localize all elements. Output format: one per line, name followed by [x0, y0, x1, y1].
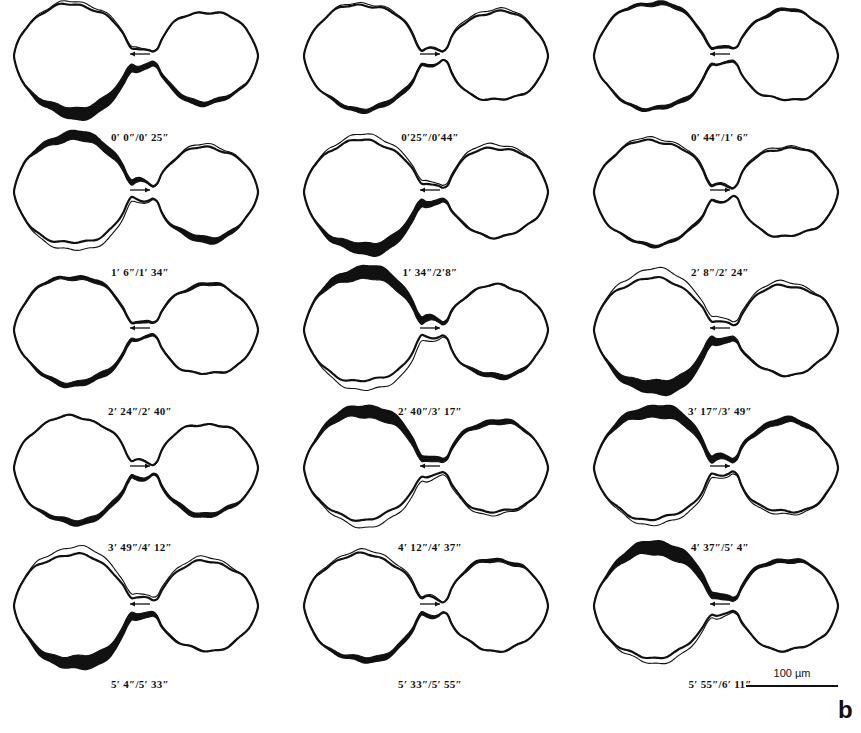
arrow-head: [420, 187, 425, 192]
cell-panel: [304, 266, 548, 391]
later-outline: [594, 406, 838, 520]
cell-panel: [304, 549, 548, 663]
arrow-head: [710, 601, 715, 606]
earlier-outline: [14, 415, 258, 521]
time-label: 1′ 6″/1′ 34″: [111, 266, 169, 278]
earlier-outline: [14, 1, 258, 108]
arrow-head: [725, 187, 730, 192]
shape-change-fill: [304, 552, 548, 662]
time-label: 0′ 44″/1′ 6″: [691, 131, 749, 143]
cell-panel: [14, 131, 258, 251]
time-label: 4′ 37″/5′ 4″: [691, 541, 749, 553]
time-label: 1′ 34″/2′8″: [403, 266, 458, 278]
time-label: 2′ 24″/2′ 40″: [108, 405, 172, 417]
later-outline: [594, 277, 838, 395]
shape-change-fill: [14, 131, 258, 244]
arrow-head: [725, 463, 730, 468]
earlier-outline: [594, 137, 838, 246]
later-outline: [594, 1, 838, 111]
arrow-head: [420, 463, 425, 468]
cell-panel: [594, 541, 838, 664]
earlier-outline: [304, 549, 548, 658]
later-outline: [304, 552, 548, 662]
later-outline: [14, 276, 258, 387]
later-outline: [14, 553, 258, 669]
earlier-outline: [304, 416, 548, 528]
later-outline: [304, 140, 548, 256]
later-outline: [594, 139, 838, 247]
shape-change-fill: [14, 553, 258, 669]
arrow-head: [435, 601, 440, 606]
arrow-head: [130, 601, 135, 606]
earlier-outline: [14, 139, 258, 250]
earlier-outline: [594, 417, 838, 526]
time-label: 2′ 8″/2′ 24″: [691, 266, 749, 278]
time-label: 3′ 17″/3′ 49″: [688, 405, 752, 417]
earlier-outline: [14, 279, 258, 383]
earlier-outline: [594, 5, 838, 109]
time-label: 5′ 4″/5′ 33″: [111, 678, 169, 690]
later-outline: [304, 406, 548, 521]
earlier-outline: [304, 3, 548, 110]
time-label: 2′ 40″/3′ 17″: [398, 405, 462, 417]
shape-change-fill: [14, 276, 258, 387]
arrow-head: [710, 51, 715, 56]
shape-change-fill: [304, 5, 548, 113]
earlier-outline: [14, 545, 258, 657]
cell-panel: [14, 415, 258, 526]
later-outline: [594, 541, 838, 658]
shape-change-fill: [14, 415, 258, 526]
time-label: 0′ 0″/0′ 25″: [111, 131, 169, 143]
cell-panel: [14, 545, 258, 669]
time-label: 5′ 33″/5′ 55″: [398, 678, 462, 690]
panel-letter: b: [838, 696, 853, 724]
cell-panel: [594, 1, 838, 111]
scale-label: 100 µm: [774, 667, 811, 679]
shape-change-fill: [594, 139, 838, 247]
time-label: 0′25″/0′44″: [401, 131, 459, 143]
cell-panel: [304, 406, 548, 528]
arrow-head: [710, 325, 715, 330]
later-outline: [14, 415, 258, 526]
later-outline: [14, 131, 258, 244]
time-label: 3′ 49″/4′ 12″: [108, 541, 172, 553]
later-outline: [304, 5, 548, 113]
arrow-head: [435, 51, 440, 56]
arrow-head: [145, 463, 150, 468]
arrow-head: [130, 325, 135, 330]
arrow-head: [145, 187, 150, 192]
scale-bar: [746, 685, 838, 687]
shape-change-fill: [304, 266, 548, 381]
cell-panel: [594, 406, 838, 526]
cell-panel: [14, 276, 258, 387]
shape-change-fill: [304, 406, 548, 521]
shape-change-fill: [594, 406, 838, 520]
shape-change-fill: [594, 1, 838, 111]
earlier-outline: [304, 278, 548, 390]
cell-panel: [304, 3, 548, 113]
time-label: 4′ 12″/4′ 37″: [398, 541, 462, 553]
arrow-head: [435, 325, 440, 330]
time-label: 5′ 55″/6′ 11″: [688, 678, 751, 690]
cell-panel: [594, 267, 838, 395]
cell-panel: [304, 134, 548, 256]
cell-panel: [594, 137, 838, 248]
arrow-head: [130, 51, 135, 56]
shape-change-fill: [14, 4, 258, 120]
cell-panel: [14, 1, 258, 120]
later-outline: [14, 4, 258, 120]
later-outline: [304, 266, 548, 381]
